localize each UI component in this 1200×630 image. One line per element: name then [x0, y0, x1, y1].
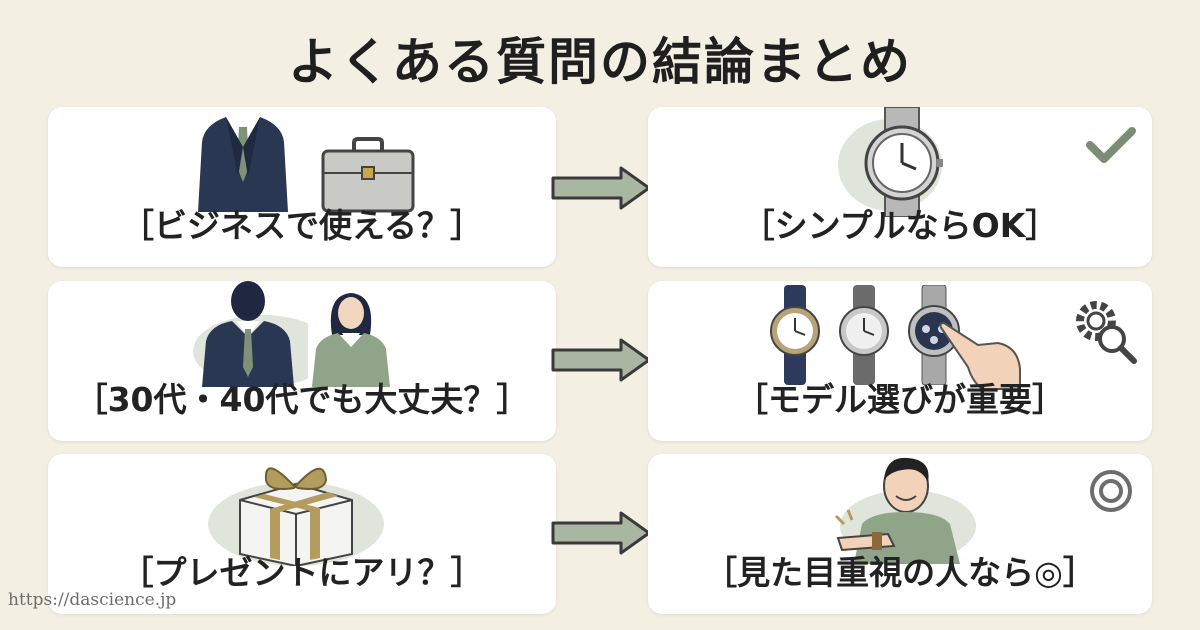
- watch-lineup-icon: [770, 285, 960, 385]
- question-age-label: ［30代・40代でも大丈夫？］: [74, 380, 530, 419]
- double-circle-icon: [1090, 470, 1132, 512]
- answer-simple-ok-label: ［シンプルならOK］: [741, 206, 1059, 245]
- suit-icon: [198, 113, 288, 212]
- arrow-icon: [551, 166, 651, 210]
- smiling-man-checking-watch-icon: [834, 457, 976, 564]
- question-gift-label: ［プレゼントにアリ？］: [120, 553, 484, 592]
- arrow-icon: [551, 511, 651, 555]
- gift-box-icon: [208, 467, 384, 566]
- arrow-icon: [551, 338, 651, 382]
- answer-looks-first-label: ［見た目重視の人なら◎］: [704, 553, 1096, 592]
- businesswoman-icon: [312, 293, 390, 387]
- pointing-hand-icon: [939, 321, 1021, 390]
- wristwatch-icon: [838, 107, 943, 217]
- site-watermark: https://dascience.jp: [8, 590, 177, 610]
- answer-model-choice-label: ［モデル選びが重要］: [735, 380, 1065, 419]
- businessman-silhouette-icon: [193, 281, 308, 387]
- question-card-gift: ［プレゼントにアリ？］: [48, 454, 556, 614]
- answer-card-looks-first: ［見た目重視の人なら◎］: [648, 454, 1152, 614]
- question-business-label: ［ビジネスで使える？］: [120, 206, 483, 245]
- gear-search-icon: [1076, 301, 1137, 364]
- question-card-business: ［ビジネスで使える？］: [48, 107, 556, 267]
- answer-card-model-choice: ［モデル選びが重要］: [648, 281, 1152, 441]
- answer-card-simple-ok: ［シンプルならOK］: [648, 107, 1152, 267]
- checkmark-icon: [1086, 127, 1136, 163]
- question-card-age: ［30代・40代でも大丈夫？］: [48, 281, 556, 441]
- page-title: よくある質問の結論まとめ: [288, 32, 912, 91]
- briefcase-icon: [321, 137, 415, 213]
